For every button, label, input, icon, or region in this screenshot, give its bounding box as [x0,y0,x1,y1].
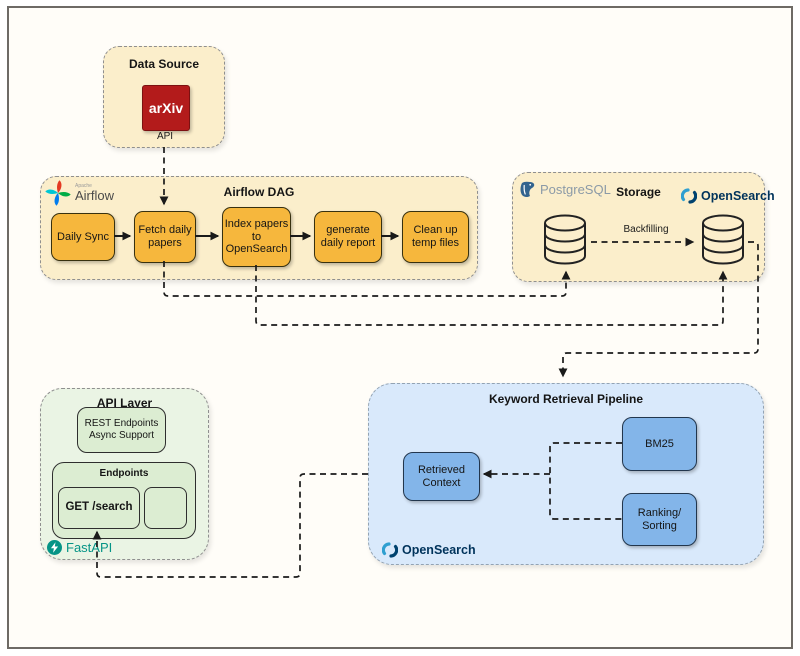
task-fetch-daily-papers: Fetch daily papers [134,211,196,263]
task-index-papers: Index papers to OpenSearch [222,207,291,267]
pipeline-title: Keyword Retrieval Pipeline [488,392,644,406]
airflow-dag-title: Airflow DAG [223,185,295,199]
api-label: API [156,131,174,142]
task-cleanup: Clean up temp files [402,211,469,263]
opensearch-swirl-icon [382,542,398,558]
opensearch-brand-pipeline: OpenSearch [382,542,476,558]
airflow-brand: Apache Airflow [45,180,114,206]
arxiv-logo: arXiv [142,85,190,131]
endpoints-title: Endpoints [99,468,149,479]
task-generate-report: generate daily report [314,211,382,263]
opensearch-label-pipeline: OpenSearch [402,543,476,557]
api-layer-title: API Layer [96,396,153,410]
opensearch-swirl-icon [681,188,697,204]
fastapi-brand: FastAPI [47,540,112,555]
airflow-pinwheel-icon [45,180,71,206]
storage-title: Storage [616,185,661,199]
opensearch-brand-storage: OpenSearch [681,188,775,204]
data-source-title: Data Source [128,57,200,71]
postgresql-label: PostgreSQL [540,182,611,197]
rest-endpoints-node: REST Endpoints Async Support [77,407,166,453]
opensearch-label-storage: OpenSearch [701,189,775,203]
get-search-node: GET /search [58,487,140,529]
postgresql-brand: PostgreSQL [519,181,611,198]
airflow-brand-name: Airflow [75,188,115,203]
ranking-sorting-node: Ranking/ Sorting [622,493,697,546]
fastapi-bolt-icon [47,540,62,555]
airflow-brand-apache: Apache [75,183,92,189]
bm25-node: BM25 [622,417,697,471]
empty-endpoint-node [144,487,187,529]
backfilling-label: Backfilling [623,224,669,235]
task-daily-sync: Daily Sync [51,213,115,261]
retrieved-context-node: Retrieved Context [403,452,480,501]
fastapi-label: FastAPI [66,540,113,555]
postgresql-elephant-icon [520,181,535,198]
